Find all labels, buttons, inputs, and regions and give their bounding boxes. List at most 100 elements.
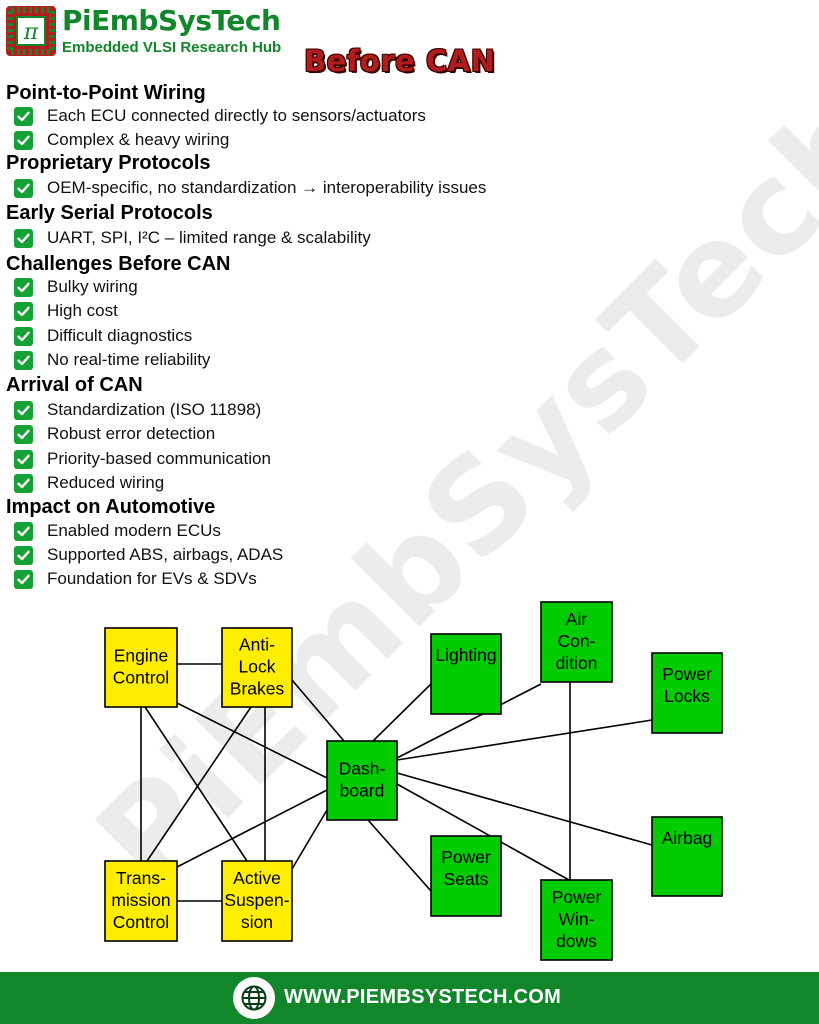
list-item-text: Complex & heavy wiring bbox=[47, 130, 230, 149]
list-item-text: Difficult diagnostics bbox=[47, 326, 193, 345]
node-label: Engine bbox=[114, 646, 169, 666]
node-label: Locks bbox=[664, 686, 710, 706]
footer-bar: WWW.PIEMBSYSTECH.COM bbox=[0, 972, 819, 1024]
list-item-text: Robust error detection bbox=[47, 424, 216, 443]
list-item: UART, SPI, I²C – limited range & scalabi… bbox=[14, 228, 371, 248]
list-item: High cost bbox=[14, 301, 118, 321]
list-item-text: Foundation for EVs & SDVs bbox=[47, 569, 257, 588]
node-label: Active bbox=[233, 868, 281, 888]
list-item: No real-time reliability bbox=[14, 350, 210, 370]
section-heading: Point-to-Point Wiring bbox=[6, 82, 206, 104]
node-label: Power bbox=[441, 847, 491, 867]
node-label: Control bbox=[113, 912, 169, 932]
list-item-text: Bulky wiring bbox=[47, 277, 138, 296]
list-item-text: Reduced wiring bbox=[47, 473, 165, 492]
list-item: OEM-specific, no standardization → inter… bbox=[14, 178, 486, 198]
list-item: Standardization (ISO 11898) bbox=[14, 400, 261, 420]
node-box bbox=[104, 627, 178, 708]
checkmark-icon bbox=[14, 228, 33, 248]
list-item: Reduced wiring bbox=[14, 473, 164, 493]
list-item-text: Each ECU connected directly to sensors/a… bbox=[47, 106, 426, 125]
node-box bbox=[651, 816, 723, 897]
node-label: Trans- bbox=[116, 868, 166, 888]
brand-name: PiEmbSysTech bbox=[62, 4, 281, 37]
list-item-text: UART, SPI, I²C – limited range & scalabi… bbox=[47, 228, 371, 247]
node-label: board bbox=[340, 781, 385, 801]
node-box bbox=[221, 627, 293, 708]
list-item-text: OEM-specific, no standardization → inter… bbox=[47, 178, 487, 197]
checkmark-icon bbox=[14, 350, 33, 370]
checkmark-icon bbox=[14, 106, 33, 126]
list-item-text: Standardization (ISO 11898) bbox=[47, 400, 262, 419]
checkmark-icon bbox=[14, 569, 33, 589]
list-item-text: Enabled modern ECUs bbox=[47, 521, 221, 540]
node-label: Power bbox=[552, 887, 602, 907]
section-heading: Challenges Before CAN bbox=[6, 253, 231, 275]
list-item: Robust error detection bbox=[14, 424, 215, 444]
node-label: Dash- bbox=[339, 759, 386, 779]
node-label: Brakes bbox=[230, 679, 285, 699]
list-item: Each ECU connected directly to sensors/a… bbox=[14, 106, 426, 126]
list-item: Bulky wiring bbox=[14, 277, 138, 297]
list-item-text: High cost bbox=[47, 301, 118, 320]
node-label: Anti- bbox=[239, 635, 275, 655]
section-heading: Proprietary Protocols bbox=[6, 152, 211, 174]
svg-text:π: π bbox=[23, 20, 39, 45]
list-item: Supported ABS, airbags, ADAS bbox=[14, 545, 283, 565]
brand-tagline: Embedded VLSI Research Hub bbox=[62, 39, 282, 56]
list-item-text: Priority-based communication bbox=[47, 449, 271, 468]
checkmark-icon bbox=[14, 473, 33, 493]
node-box bbox=[430, 633, 502, 715]
list-item: Priority-based communication bbox=[14, 449, 271, 469]
section-heading: Impact on Automotive bbox=[6, 496, 216, 518]
node-label: sion bbox=[241, 912, 273, 932]
node-label: Control bbox=[113, 668, 169, 688]
node-label: Win- bbox=[559, 909, 595, 929]
globe-icon bbox=[233, 977, 275, 1019]
section-heading: Early Serial Protocols bbox=[6, 202, 213, 224]
node-label: Seats bbox=[444, 869, 489, 889]
node-label: Lighting bbox=[435, 645, 496, 665]
checkmark-icon bbox=[14, 424, 33, 444]
website-link[interactable]: WWW.PIEMBSYSTECH.COM bbox=[284, 986, 562, 1008]
list-item-text: Supported ABS, airbags, ADAS bbox=[47, 545, 284, 564]
list-item: Difficult diagnostics bbox=[14, 326, 192, 346]
wiring-lines bbox=[140, 663, 653, 902]
node-label: Con- bbox=[558, 631, 596, 651]
node-label: dows bbox=[556, 931, 597, 951]
checkmark-icon bbox=[14, 400, 33, 420]
list-item: Enabled modern ECUs bbox=[14, 521, 221, 541]
node-box bbox=[221, 860, 293, 942]
node-box bbox=[104, 860, 178, 942]
brand-logo: π bbox=[5, 5, 57, 57]
node-box bbox=[540, 601, 613, 683]
checkmark-icon bbox=[14, 130, 33, 150]
node-lighting: Lighting bbox=[430, 633, 502, 715]
checkmark-icon bbox=[14, 277, 33, 297]
list-item: Complex & heavy wiring bbox=[14, 130, 229, 150]
list-item: Foundation for EVs & SDVs bbox=[14, 569, 257, 589]
checkmark-icon bbox=[14, 301, 33, 321]
checkmark-icon bbox=[14, 449, 33, 469]
node-label: Lock bbox=[239, 657, 276, 677]
node-box bbox=[326, 740, 398, 821]
node-airbag: Airbag bbox=[651, 816, 723, 897]
checkmark-icon bbox=[14, 326, 33, 346]
node-box bbox=[651, 652, 723, 734]
checkmark-icon bbox=[14, 178, 33, 198]
node-box bbox=[540, 879, 613, 961]
node-label: Suspen- bbox=[224, 890, 289, 910]
checkmark-icon bbox=[14, 545, 33, 565]
list-item-text: No real-time reliability bbox=[47, 350, 211, 369]
ecu-nodes: EngineControlAnti-LockBrakesTrans-missio… bbox=[104, 601, 723, 961]
node-box bbox=[430, 835, 502, 917]
node-label: Air bbox=[566, 609, 588, 629]
node-label: Power bbox=[662, 664, 712, 684]
